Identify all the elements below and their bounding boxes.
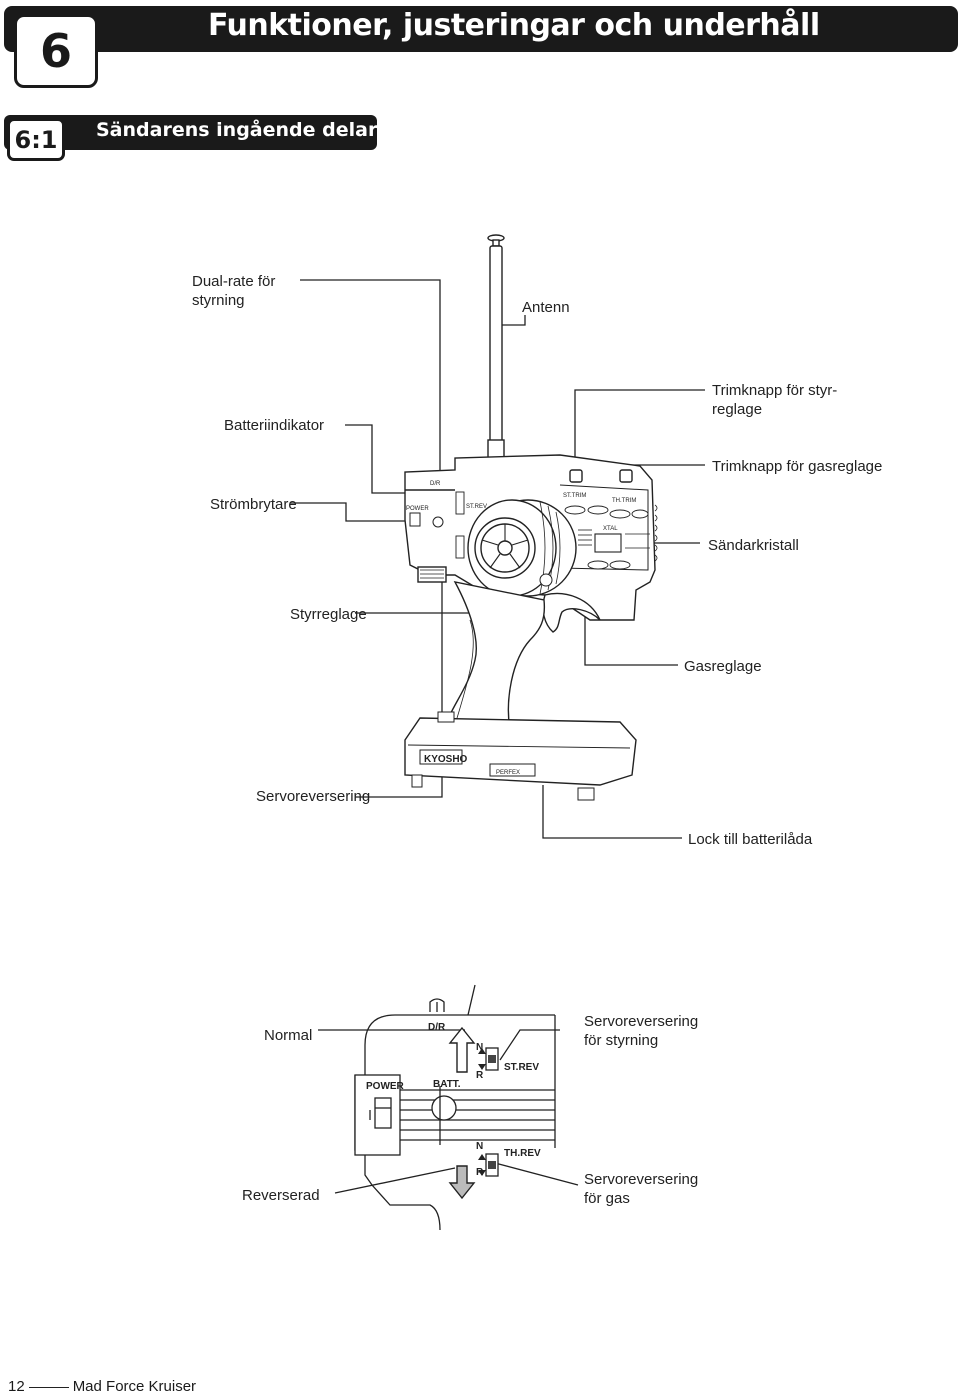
detail-batt-label: BATT. — [433, 1079, 461, 1090]
label-battery-cover: Lock till batterilåda — [688, 831, 813, 848]
label-reversed: Reverserad — [242, 1187, 320, 1204]
detail-n1: N — [476, 1042, 483, 1053]
detail-st-rev: ST.REV — [504, 1062, 539, 1073]
page-footer: 12 Mad Force Kruiser — [8, 1378, 196, 1395]
label-normal: Normal — [264, 1027, 313, 1044]
chapter-title: Funktioner, justeringar och underhåll — [208, 8, 820, 43]
st-trim-marking: ST.TRIM — [563, 493, 586, 499]
section-number: 6:1 — [7, 118, 65, 161]
page-number: 12 — [8, 1378, 25, 1395]
leader-servo-reversing — [355, 522, 443, 798]
label-steering-wheel: Styrreglage — [290, 606, 367, 623]
xtal-marking: XTAL — [603, 526, 618, 532]
chapter-number: 6 — [14, 14, 98, 88]
label-th-servo-reversing: Servoreversering för gas — [584, 1171, 699, 1207]
leader-steering-trim — [574, 389, 705, 470]
dr-marking: D/R — [430, 481, 441, 487]
detail-th-rev: TH.REV — [504, 1148, 541, 1159]
label-servo-reversing: Servoreversering — [256, 788, 371, 805]
label-throttle-trim: Trimknapp för gasreglage — [712, 458, 883, 475]
brand-marking: KYOSHO — [424, 754, 468, 765]
leader-battery-indicator — [345, 424, 430, 494]
model-marking: PERFEX — [496, 770, 520, 776]
chapter-header-bar — [4, 6, 958, 52]
label-battery-indicator: Batteriindikator — [224, 417, 325, 434]
detail-dr-label: D/R — [428, 1022, 446, 1033]
product-name: Mad Force Kruiser — [72, 1378, 197, 1395]
leader-throttle-trigger — [584, 600, 678, 666]
leader-battery-cover — [542, 785, 682, 839]
footer-dash — [28, 1386, 69, 1388]
leader-dual-rate — [300, 279, 441, 490]
st-rev-marking: ST.REV — [466, 504, 487, 510]
detail-r2: R — [476, 1167, 484, 1178]
detail-power-label: POWER — [366, 1081, 405, 1092]
section-title: Sändarens ingående delar — [96, 119, 378, 141]
throttle-trigger — [542, 592, 601, 633]
label-steering-trim: Trimknapp för styr- reglage — [712, 382, 838, 418]
label-st-servo-reversing: Servoreversering för styrning — [584, 1013, 699, 1049]
label-power-switch: Strömbrytare — [210, 496, 297, 513]
th-trim-marking: TH.TRIM — [612, 498, 636, 504]
label-antenna: Antenn — [522, 299, 570, 316]
section-header-bar — [4, 115, 377, 150]
arrow-up-normal — [448, 1026, 476, 1073]
antenna — [487, 234, 505, 459]
leader-power-switch — [290, 502, 410, 522]
leader-antenna — [495, 315, 526, 326]
power-marking: POWER — [406, 506, 429, 512]
steering-wheel — [467, 499, 577, 597]
reversing-detail-diagram — [318, 984, 579, 1231]
detail-r1: R — [476, 1070, 484, 1081]
label-throttle-trigger: Gasreglage — [684, 658, 762, 675]
label-dual-rate: Dual-rate för styrning — [192, 273, 276, 309]
label-crystal: Sändarkristall — [708, 537, 799, 554]
arrow-down-reversed — [448, 1165, 476, 1200]
detail-n2: N — [476, 1141, 483, 1152]
